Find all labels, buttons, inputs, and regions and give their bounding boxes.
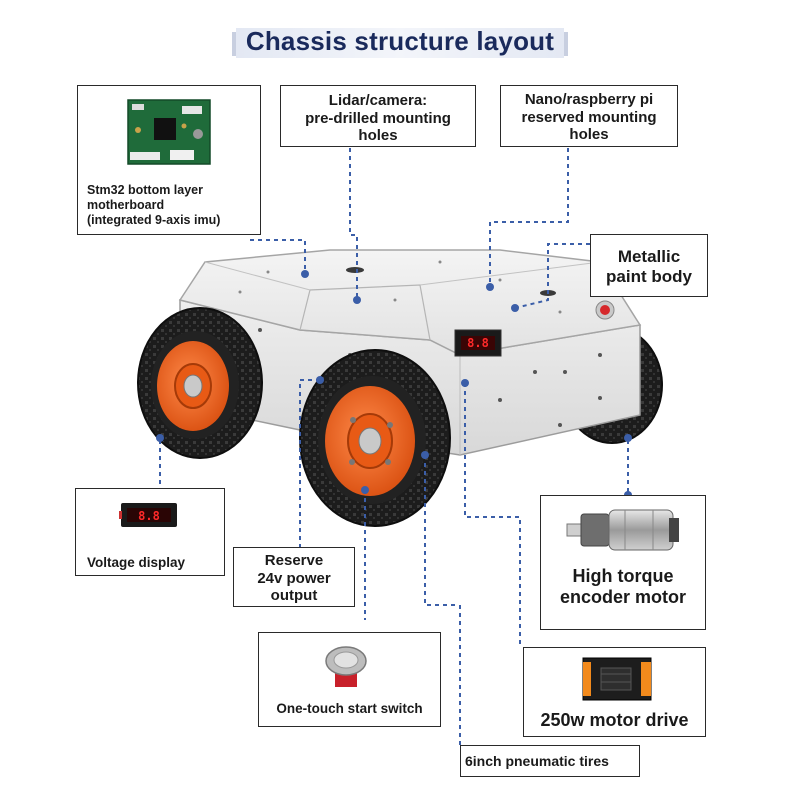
motherboard-image bbox=[127, 99, 211, 165]
callout-reserve-power: Reserve 24v power output bbox=[233, 547, 355, 607]
rear-left-wheel bbox=[137, 307, 263, 459]
encoder-motor-image bbox=[566, 509, 679, 551]
title-tick-left bbox=[232, 32, 236, 56]
leader-lines bbox=[159, 148, 629, 745]
meter-digits: 8.8 bbox=[138, 509, 160, 523]
start-switch-image bbox=[325, 646, 367, 687]
leader-metallic bbox=[514, 243, 590, 309]
callout-start-switch: One-touch start switch bbox=[258, 632, 441, 727]
motor-label: High torque encoder motor bbox=[559, 566, 687, 608]
voltage-label: Voltage display bbox=[87, 555, 186, 570]
voltage-meter-image: 8.8 bbox=[119, 503, 177, 527]
callout-motor-drive: 250w motor drive bbox=[523, 647, 706, 737]
title-highlight bbox=[236, 28, 564, 58]
callout-pneumatic-tires: 6inch pneumatic tires bbox=[460, 745, 640, 777]
body-display-digits: 8.8 bbox=[467, 336, 489, 350]
callout-nano-raspberry-pi: Nano/raspberry pi reserved mounting hole… bbox=[500, 85, 678, 147]
leader-reserve bbox=[299, 379, 320, 548]
leader-drive bbox=[464, 383, 521, 648]
reserve-label: Reserve 24v power output bbox=[257, 552, 331, 605]
metallic-label: Metallic paint body bbox=[606, 247, 692, 287]
stm32-label: Stm32 bottom layer motherboard (integrat… bbox=[87, 183, 221, 227]
front-left-wheel bbox=[299, 349, 451, 527]
nano-label: Nano/raspberry pi reserved mounting hole… bbox=[521, 91, 657, 144]
title-tick-right bbox=[564, 32, 568, 56]
leader-stm32 bbox=[250, 239, 306, 272]
leader-lidar bbox=[349, 148, 358, 298]
callout-voltage-display: 8.8 Voltage display bbox=[75, 488, 225, 576]
title-banner: Chassis structure layout bbox=[230, 22, 570, 62]
callout-metallic-body: Metallic paint body bbox=[590, 234, 708, 297]
diagram-title: Chassis structure layout bbox=[245, 26, 555, 56]
callout-encoder-motor: High torque encoder motor bbox=[540, 495, 706, 630]
leader-tires bbox=[424, 455, 455, 606]
motor-drive-image bbox=[582, 657, 652, 701]
callout-lidar-camera: Lidar/camera: pre-drilled mounting holes bbox=[280, 85, 476, 147]
switch-label: One-touch start switch bbox=[276, 701, 423, 716]
drive-label: 250w motor drive bbox=[540, 710, 689, 730]
body-voltage-display: 8.8 bbox=[454, 329, 502, 357]
leader-dots bbox=[156, 270, 632, 499]
callout-stm32-motherboard: Stm32 bottom layer motherboard (integrat… bbox=[77, 85, 261, 235]
tires-label: 6inch pneumatic tires bbox=[465, 753, 609, 769]
lidar-label: Lidar/camera: pre-drilled mounting holes bbox=[305, 92, 451, 145]
leader-nano bbox=[489, 148, 569, 285]
